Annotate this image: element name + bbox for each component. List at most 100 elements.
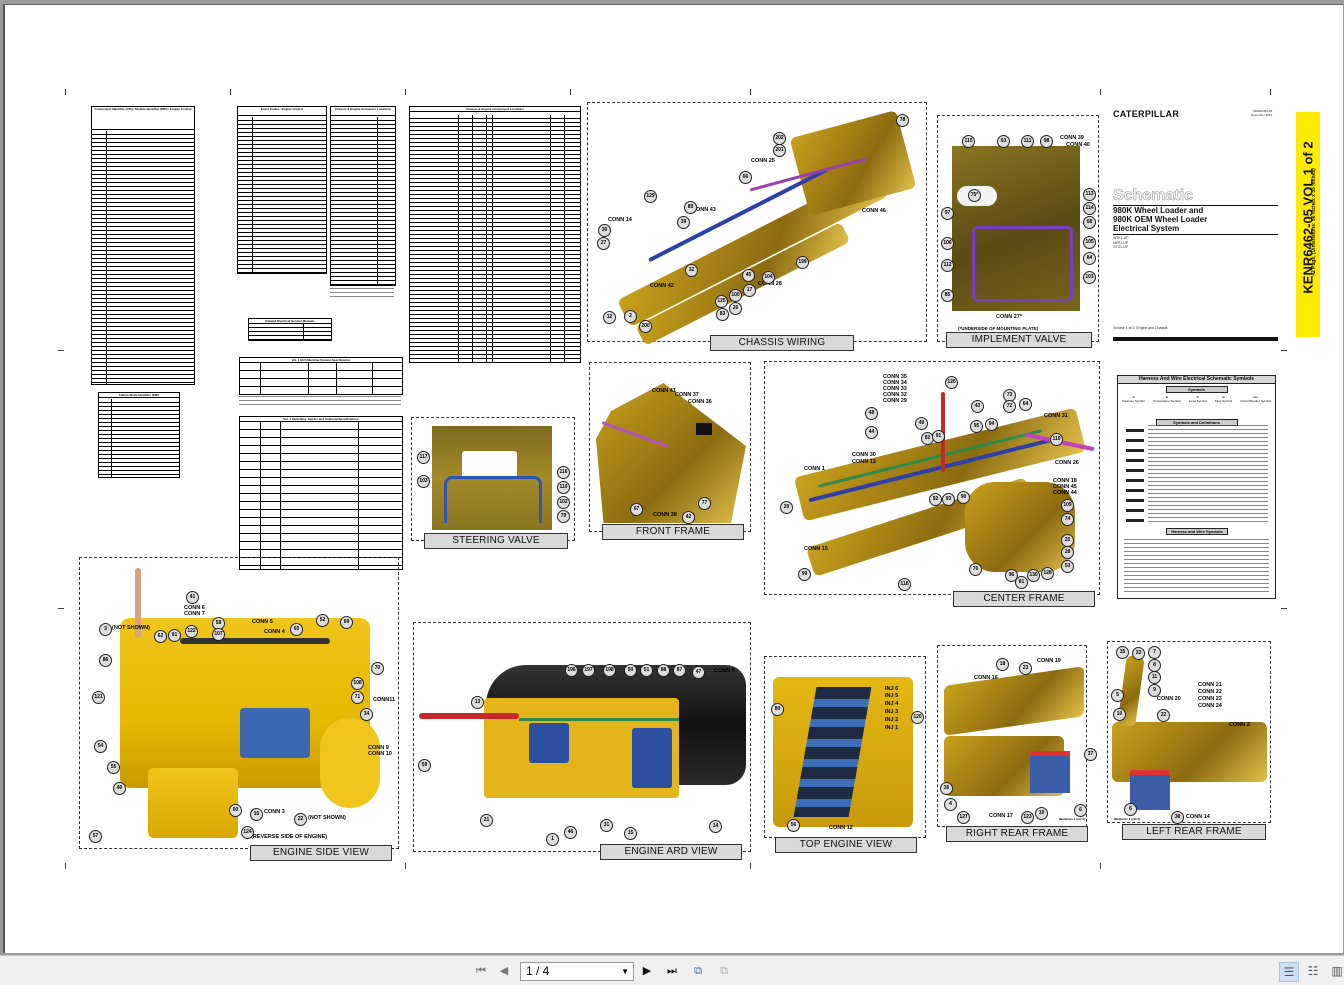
callout: 36 xyxy=(940,782,953,795)
callout: 199 xyxy=(796,256,809,269)
single-page-view-icon[interactable]: ☰ xyxy=(1279,962,1299,982)
callout: 26 xyxy=(729,302,742,315)
connector-label: CONN 17 xyxy=(989,813,1013,819)
steering-valve-view: 117 103 116 110 102 79 STEERING VALVE xyxy=(411,417,575,549)
connector-label: CONN 14 xyxy=(608,217,632,223)
callout: 197 xyxy=(582,664,595,677)
cid-table-title: Component Identifier (CID) / Module Iden… xyxy=(92,107,194,130)
callout: 75* xyxy=(968,189,981,202)
facing-pages-view-icon[interactable]: ▥ xyxy=(1331,964,1343,978)
callout: 18 xyxy=(996,658,1009,671)
crop-mark xyxy=(570,89,571,95)
connector-label: CONN 24 xyxy=(1198,703,1222,709)
definitions-text xyxy=(1148,424,1268,524)
connector-label: CONN 28 xyxy=(758,281,782,287)
callout: 113 xyxy=(1083,188,1096,201)
callout: 60 xyxy=(229,804,242,817)
legend-section: Harness and Wire Symbols xyxy=(1166,528,1228,535)
volume-note: Volume 1 of 2: Engine and Chassis xyxy=(1113,326,1168,330)
callout: 31 xyxy=(600,819,613,832)
callout: 51 xyxy=(640,664,653,677)
connector-locations-table: Chassis & Engine Connector Locations xyxy=(330,106,396,286)
plate-hole xyxy=(462,451,517,479)
pressure-symbol-icon: ⊞Pressure Symbol xyxy=(1122,395,1145,403)
view-caption: CHASSIS WIRING xyxy=(710,335,854,351)
callout: 55 xyxy=(107,761,120,774)
connector-block xyxy=(696,423,712,435)
callout: 68 xyxy=(1083,216,1096,229)
previous-view-icon[interactable]: ⧉ xyxy=(694,965,702,977)
callout: 196 xyxy=(565,664,578,677)
callout: 13 xyxy=(471,696,484,709)
flow-symbol-icon: ⊞Flow Symbol xyxy=(1214,395,1233,403)
connector-label: CONN 45 xyxy=(1053,484,1077,490)
view-note: (Batteries 1 and 2) xyxy=(1059,817,1086,821)
callout: 39 xyxy=(677,216,690,229)
callout: 33 xyxy=(1132,647,1145,660)
ecs-spec-title: Vol. 1 ECS Machine System Specification xyxy=(240,358,402,363)
legend-section: Symbols xyxy=(1165,386,1228,393)
previous-page-icon[interactable]: ◀ xyxy=(499,965,509,977)
connector-label: CONN 42 xyxy=(650,283,674,289)
injector-label: INJ 5 xyxy=(885,693,899,699)
callout: 4 xyxy=(944,798,957,811)
chassis-wiring-view: CONN 14 CONN 43 CONN 25 CONN 46 CONN 42 … xyxy=(587,102,927,351)
related-manuals-title: Related Electrical Service Manuals xyxy=(249,319,331,324)
callout: 115 xyxy=(962,135,975,148)
callout: 66 xyxy=(739,171,752,184)
callout: 34 xyxy=(360,708,373,721)
callout: 16 xyxy=(250,808,263,821)
last-page-icon[interactable]: ⏭ xyxy=(667,965,677,977)
callout: 108 xyxy=(351,677,364,690)
connector-label: CONN 31 xyxy=(1044,413,1068,419)
callout: 128 xyxy=(1041,567,1054,580)
connector-label: CONN 20 xyxy=(1157,696,1181,702)
callout: 76 xyxy=(969,563,982,576)
symbols-legend: Harness And Wire Electrical Schematic Sy… xyxy=(1117,375,1276,599)
document-viewport[interactable]: Component Identifier (CID) / Module Iden… xyxy=(0,0,1344,955)
callout: 125 xyxy=(715,295,728,308)
connector-label: CONN 35 xyxy=(883,374,907,380)
connector-label: CONN 32 xyxy=(883,392,907,398)
callout: 92 xyxy=(929,493,942,506)
callout: 80 xyxy=(771,703,784,716)
next-view-icon[interactable]: ⧉ xyxy=(720,965,728,977)
callout: 65 xyxy=(290,623,303,636)
callout: 114 xyxy=(1083,202,1096,215)
callout: 48 xyxy=(865,407,878,420)
first-page-icon[interactable]: ⏮ xyxy=(476,965,486,977)
callout: 42 xyxy=(682,511,695,524)
right-rear-frame-view: CONN 16 CONN 19 CONN 17 (Batteries 1 and… xyxy=(937,645,1097,842)
divider xyxy=(1113,205,1278,206)
connector-label: CONN 36 xyxy=(688,399,712,405)
connector-label: CONN 38 xyxy=(653,512,677,518)
callout: 77 xyxy=(698,497,711,510)
next-page-icon[interactable]: ▶ xyxy=(642,965,652,977)
connector-label: CONN 16 xyxy=(974,675,998,681)
crop-mark xyxy=(405,863,406,869)
connector-label: CONN 21 xyxy=(1198,682,1222,688)
callout: 40 xyxy=(113,782,126,795)
connector-label: CONN 5 xyxy=(252,619,273,625)
connector-label: CONN 12 xyxy=(829,825,853,831)
crop-mark xyxy=(750,89,751,95)
serial-prefixes: W7K1-UP NEP1-UP GTZ1-UP xyxy=(1113,236,1129,249)
callout: 119 xyxy=(1050,433,1063,446)
page-number-select[interactable]: 1 / 4 ▼ xyxy=(520,962,634,981)
harness-symbols-text xyxy=(1124,538,1269,592)
callout: 79 xyxy=(557,510,570,523)
callout: 81 xyxy=(1015,576,1028,589)
callout: 43 xyxy=(971,400,984,413)
connector-label: CONN 37 xyxy=(675,392,699,398)
callout: 89 xyxy=(684,201,697,214)
related-manuals-table: Related Electrical Service Manuals xyxy=(248,318,332,341)
connector-label: CONN 23 xyxy=(1198,696,1222,702)
callout: 49 xyxy=(915,417,928,430)
schematic-heading: Schematic xyxy=(1113,187,1194,205)
engine-ard-view: CONN 8 196 197 198 50 51 88 87 47 13 59 … xyxy=(413,622,751,860)
continuous-view-icon[interactable]: ☷ xyxy=(1307,964,1319,978)
callout: 130 xyxy=(1027,569,1040,582)
crop-mark xyxy=(58,608,64,609)
level-symbol-icon: ⊞Level Symbol xyxy=(1188,395,1207,403)
